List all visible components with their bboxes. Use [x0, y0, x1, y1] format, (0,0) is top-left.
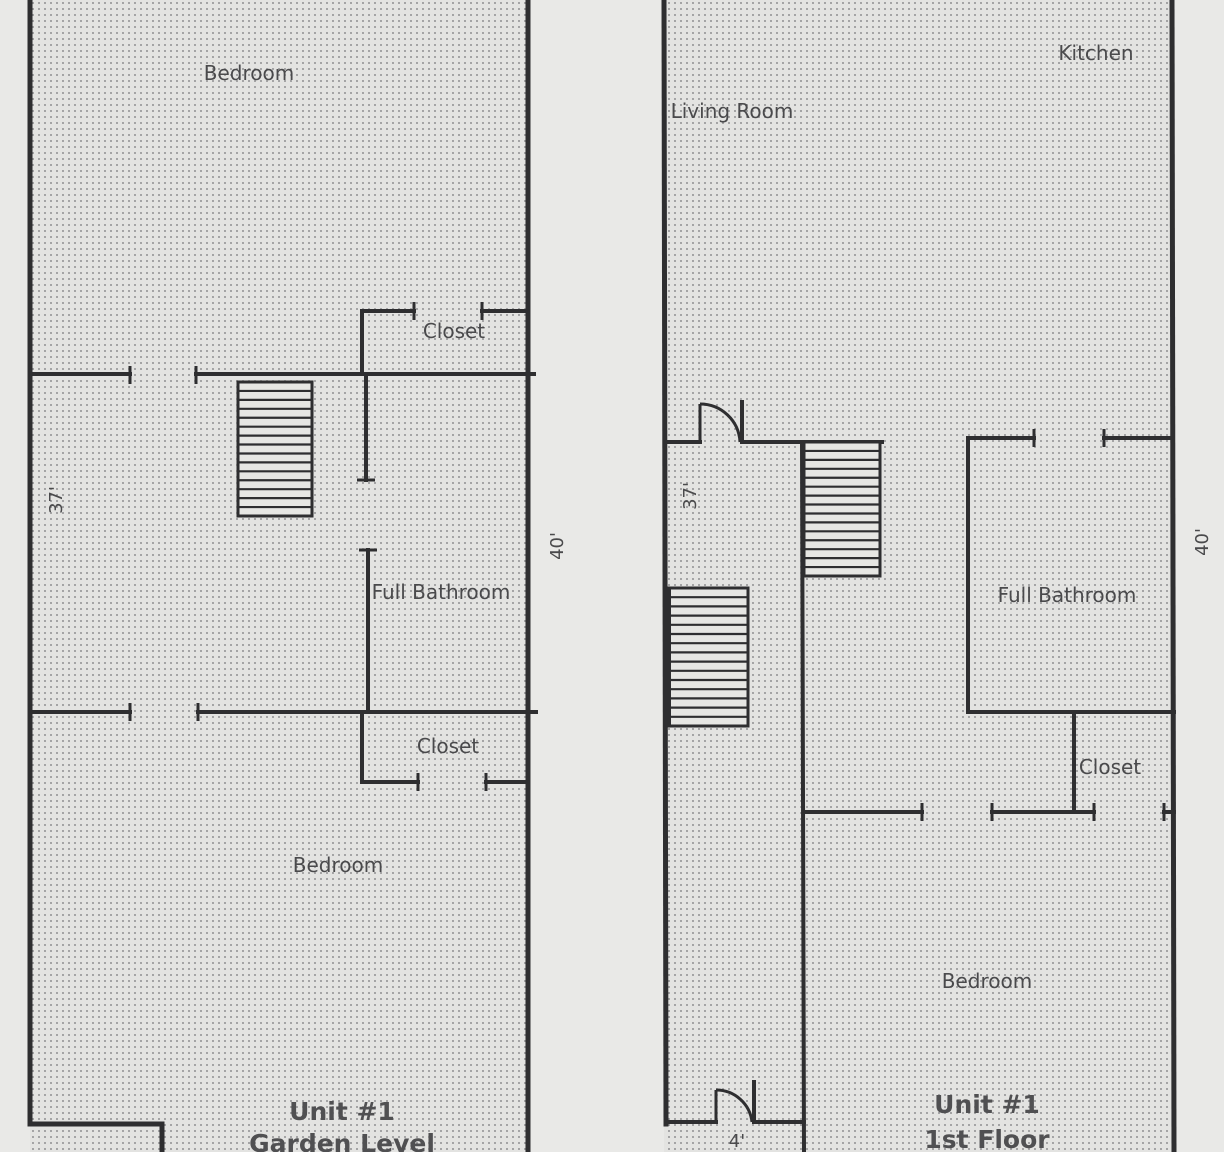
first-bathroom-label: Full Bathroom: [998, 583, 1137, 607]
first-floor-area: [664, 0, 1174, 1152]
first-staircase-lower: [665, 586, 750, 728]
first-front-entry: [664, 1080, 806, 1124]
garden-bathroom-label: Full Bathroom: [372, 580, 511, 604]
garden-bottom-bedroom-label: Bedroom: [293, 853, 383, 877]
first-plan-subtitle: 1st Floor: [924, 1125, 1050, 1152]
stair-outline: [802, 440, 882, 578]
first-hallway-wall: [799, 439, 807, 1152]
garden-lower-closet-walls: [360, 710, 530, 791]
first-right-dimension: 40': [1192, 528, 1213, 556]
garden-plan-title: Unit #1: [289, 1097, 395, 1126]
stair-outline: [666, 586, 750, 728]
garden-upper-closet-walls: [360, 302, 530, 376]
first-entry-dimension: 4': [729, 1131, 745, 1152]
first-kitchen-label: Kitchen: [1058, 41, 1133, 65]
garden-left-dimension: 37': [46, 486, 67, 514]
garden-front-step-wall: [27, 1121, 165, 1152]
garden-lower-closet-label: Closet: [417, 734, 479, 758]
garden-top-bedroom-label: Bedroom: [204, 61, 294, 85]
first-staircase-upper: [802, 440, 882, 578]
garden-plan-subtitle: Garden Level: [249, 1129, 435, 1152]
garden-upper-closet-label: Closet: [423, 319, 485, 343]
stair-outline: [236, 380, 314, 518]
first-left-wall: [661, 0, 669, 1127]
first-living-room-label: Living Room: [671, 99, 794, 123]
first-bathroom-walls: [966, 429, 1176, 714]
garden-right-dimension: 40': [547, 532, 568, 560]
first-left-dimension: 37': [680, 482, 701, 510]
first-bedroom-closet-walls: [802, 710, 1176, 821]
garden-floor-area: [30, 0, 528, 1152]
first-bedroom-label: Bedroom: [942, 969, 1032, 993]
plan-first-floor: Kitchen Living Room Full Bathroom Closet…: [661, 0, 1213, 1152]
first-right-wall: [1169, 0, 1177, 1152]
plan-garden-level: Bedroom Closet Full Bathroom Closet Bedr…: [27, 0, 568, 1152]
first-plan-title: Unit #1: [934, 1090, 1040, 1119]
first-closet-label: Closet: [1079, 755, 1141, 779]
garden-lower-partition: [28, 703, 538, 721]
garden-bathroom-partition: [357, 372, 377, 714]
garden-staircase: [236, 380, 314, 518]
